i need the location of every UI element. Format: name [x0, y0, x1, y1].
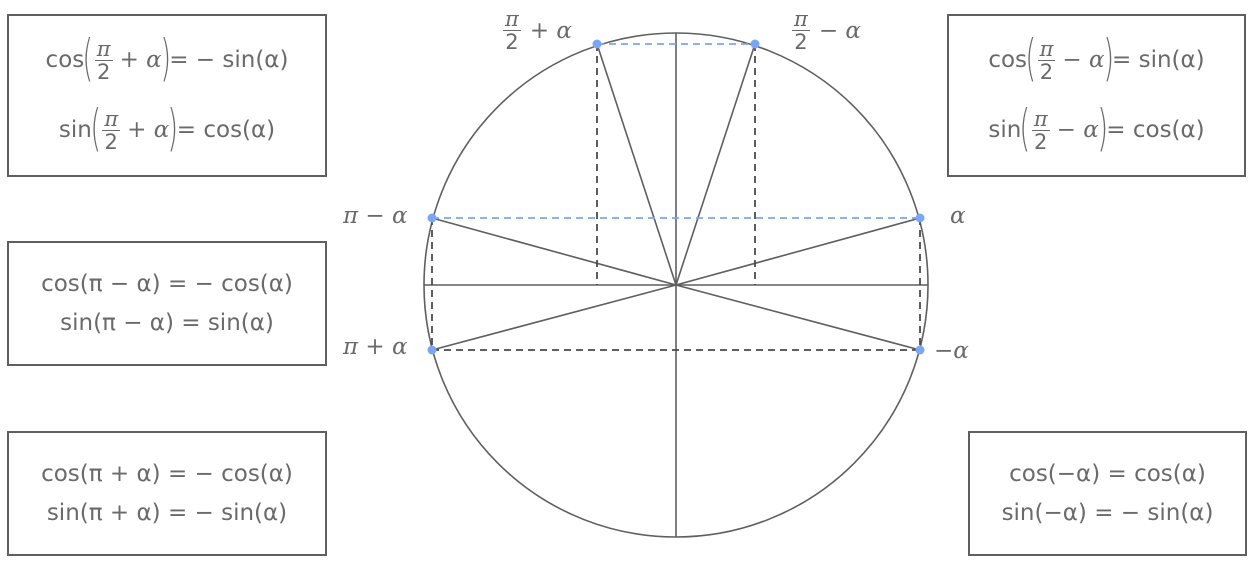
identity-box-pi-minus: cos(π − α) = − cos(α) sin(π − α) = sin(α…: [7, 241, 327, 366]
identity-sin-neg-alpha: sin(−α) = − sin(α): [1001, 499, 1214, 526]
identity-cos-pi-plus: cos(π + α) = − cos(α): [41, 460, 293, 487]
blue-dashed-lines: [432, 43, 920, 219]
label-alpha: α: [950, 203, 966, 229]
points: [427, 39, 925, 355]
point-neg-alpha: [915, 345, 925, 355]
dashed-projections: [431, 44, 921, 351]
point-half-pi-minus-alpha: [750, 39, 760, 49]
point-pi-plus-alpha: [427, 345, 437, 355]
label-pi-plus-alpha: π + α: [343, 334, 408, 360]
identity-sin-pi-minus: sin(π − α) = sin(α): [60, 309, 274, 336]
identity-cos-pi-minus: cos(π − α) = − cos(α): [41, 270, 293, 297]
point-alpha: [915, 213, 925, 223]
label-neg-alpha: −α: [934, 338, 969, 364]
identity-cos-neg-alpha: cos(−α) = cos(α): [1009, 460, 1206, 487]
label-pi-minus-alpha: π − α: [343, 203, 408, 229]
identity-box-neg-alpha: cos(−α) = cos(α) sin(−α) = − sin(α): [968, 431, 1247, 556]
point-pi-minus-alpha: [427, 213, 437, 223]
point-half-pi-plus-alpha: [592, 39, 602, 49]
identity-sin-pi-plus: sin(π + α) = − sin(α): [46, 499, 288, 526]
identity-box-pi-plus: cos(π + α) = − cos(α) sin(π + α) = − sin…: [7, 431, 327, 556]
radii: [431, 43, 921, 351]
